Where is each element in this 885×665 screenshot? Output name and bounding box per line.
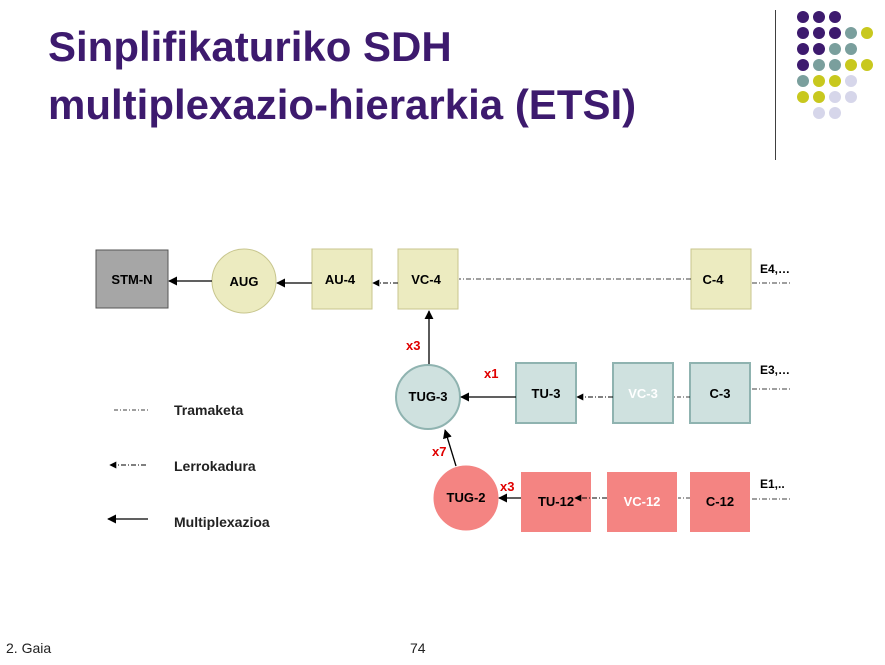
c3-node: C-3 — [689, 362, 751, 424]
stm-n-node: STM-N — [95, 249, 169, 309]
multiplier-x3-tug2: x3 — [500, 479, 514, 494]
e4-label: E4,… — [760, 262, 790, 276]
tug2-to-tug3-arrow — [443, 429, 457, 467]
slide-title: Sinplifikaturiko SDH multiplexazio-hiera… — [48, 18, 748, 134]
svg-text:AUG: AUG — [230, 274, 259, 289]
title-line-1: Sinplifikaturiko SDH — [48, 23, 452, 70]
footer-chapter: 2. Gaia — [6, 640, 52, 656]
c12-node: C-12 — [690, 472, 750, 532]
svg-text:VC-3: VC-3 — [628, 386, 658, 401]
c4-node: C-4 — [690, 248, 752, 310]
tug3-node: TUG-3 — [395, 364, 461, 430]
svg-text:C-12: C-12 — [706, 494, 734, 509]
tug2-node: TUG-2 — [433, 465, 499, 531]
svg-text:STM-N: STM-N — [111, 272, 152, 287]
svg-text:VC-12: VC-12 — [624, 494, 661, 509]
e3-label: E3,… — [760, 363, 790, 377]
au4-node: AU-4 — [311, 248, 373, 310]
svg-text:AU-4: AU-4 — [325, 272, 356, 287]
aug-node: AUG — [211, 248, 277, 314]
multiplier-x7: x7 — [432, 444, 446, 459]
legend: Tramaketa Lerrokadura Multiplexazioa — [107, 402, 270, 530]
legend-multiplexazioa-label: Multiplexazioa — [174, 514, 270, 530]
svg-text:TUG-3: TUG-3 — [409, 389, 448, 404]
svg-text:C-4: C-4 — [703, 272, 725, 287]
tu12-node: TU-12 — [521, 472, 591, 532]
legend-tramaketa-label: Tramaketa — [174, 402, 243, 418]
footer-page-number: 74 — [410, 640, 426, 656]
vc3-node: VC-3 — [612, 362, 674, 424]
multiplier-x1: x1 — [484, 366, 498, 381]
vc12-node: VC-12 — [607, 472, 677, 532]
decorative-dot-grid — [797, 11, 873, 119]
svg-text:VC-4: VC-4 — [411, 272, 441, 287]
title-line-2: multiplexazio-hierarkia (ETSI) — [48, 81, 637, 128]
svg-text:C-3: C-3 — [710, 386, 731, 401]
tu3-node: TU-3 — [515, 362, 577, 424]
svg-text:TUG-2: TUG-2 — [447, 490, 486, 505]
e1-label: E1,.. — [760, 477, 785, 491]
multiplier-x3-vc4: x3 — [406, 338, 420, 353]
svg-text:TU-3: TU-3 — [532, 386, 561, 401]
legend-lerrokadura-label: Lerrokadura — [174, 458, 256, 474]
svg-text:TU-12: TU-12 — [538, 494, 574, 509]
title-divider — [775, 10, 776, 160]
vc4-node: VC-4 — [397, 248, 459, 310]
